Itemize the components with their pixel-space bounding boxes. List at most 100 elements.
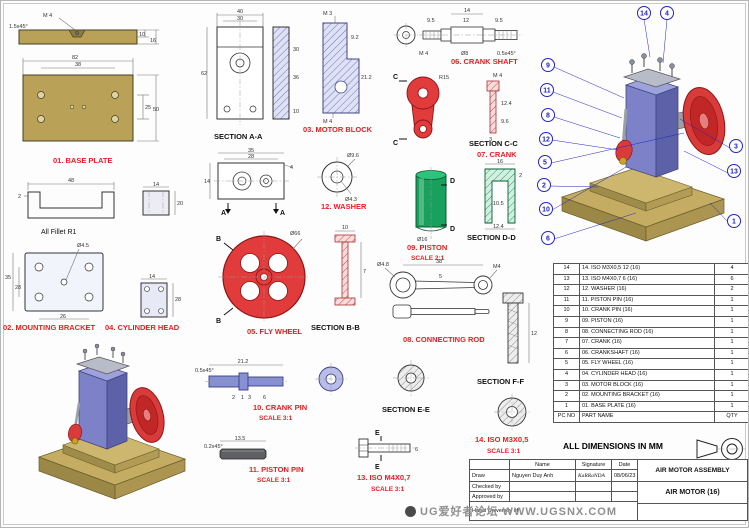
piston-pin-geometry: 13.5 0.2x45° (204, 436, 267, 460)
cylinder-head-front-view: 14 28 (119, 273, 184, 323)
view-letter-c2: C (393, 140, 398, 147)
title-block-empty-cell (638, 504, 748, 521)
section-ff-geometry: 12 (502, 292, 537, 364)
mounting-bracket-geometry: Ø4.5 35 28 26 (5, 243, 104, 320)
assembly-cylinder-head (622, 53, 682, 88)
draw-signature: KaRRaNDA (576, 470, 612, 482)
dim-212: 21.2 (361, 75, 372, 81)
crank-pin-end-geometry (315, 363, 347, 395)
label-section-aa: SECTION A-A (214, 132, 263, 141)
dim-4: 4 (290, 165, 293, 171)
view-letter-c: C (393, 74, 398, 81)
dim-38: 38 (436, 259, 442, 265)
dim-2: 2 (232, 395, 235, 401)
dim-m4: M 4 (419, 51, 428, 57)
label-iso-m4: 13. ISO M4X0,7 (357, 473, 411, 482)
dim-95b: 9.5 (495, 18, 503, 24)
view-letter-a: A (221, 210, 226, 217)
dim-96: 9.6 (501, 119, 509, 125)
crank-geometry: C C R15 (393, 74, 449, 147)
dim-28: 28 (248, 154, 254, 160)
section-bb-view: 10 7 (321, 223, 369, 323)
dim-m3: M 3 (323, 11, 332, 17)
dim-28: 28 (15, 285, 21, 291)
dim-7: 7 (363, 269, 366, 275)
label-connecting-rod: 08. CONNECTING ROD (403, 335, 485, 344)
label-base-plate: 01. BASE PLATE (53, 156, 113, 165)
dim-m4: M 4 (493, 73, 502, 79)
base-plate-side-geometry: M 4 1.5x45° 10 16 (9, 13, 159, 45)
approved-name (510, 492, 576, 502)
bolt-m3-end-view (491, 391, 533, 433)
svg-text:13: 13 (730, 169, 738, 176)
dim-10: 10 (293, 109, 299, 115)
svg-text:6: 6 (546, 236, 550, 243)
watermark: UG爱好者论坛 WWW.UGSNX.COM (405, 503, 617, 519)
mounting-bracket-view: Ø4.5 35 28 26 (5, 239, 125, 323)
dim-10: 10 (139, 32, 145, 38)
view-letter-a2: A (280, 210, 285, 217)
dim-d16: Ø16 (417, 237, 427, 243)
dim-35: 35 (5, 275, 11, 281)
dim-35: 35 (248, 148, 254, 154)
base-plate-front-view: 82 38 25 50 (13, 53, 163, 153)
fly-wheel-view: Ø66 B B (214, 225, 316, 329)
label-crank-shaft: 06. CRANK SHAFT (451, 57, 518, 66)
balloon-callout: 8 (541, 108, 621, 139)
assembly-motor-block (624, 76, 680, 178)
balloon-callout: 2 (537, 178, 599, 192)
balloon-callout: 14 (637, 6, 651, 58)
row-checked: Checked by (470, 482, 510, 492)
label-iso-m3: 14. ISO M3X0,5 (475, 435, 529, 444)
label-iso-m3-scale: SCALE 3:1 (487, 448, 521, 455)
svg-text:8: 8 (546, 113, 550, 120)
view-letter-d: D (450, 178, 455, 185)
dim-14: 14 (204, 179, 210, 185)
svg-text:4: 4 (665, 11, 669, 18)
dim-chamfer: 0.2x45° (204, 444, 223, 450)
approved-date (612, 492, 638, 502)
dim-outer: Ø9.6 (347, 153, 359, 159)
svg-text:9: 9 (546, 63, 550, 70)
dim-3: 3 (248, 395, 251, 401)
row-approved: Approved by (470, 492, 510, 502)
dim-212: 21.2 (238, 359, 249, 365)
crank-view: C C R15 (391, 67, 455, 147)
dim-m4: M4 (493, 264, 501, 270)
dim-30: 30 (237, 16, 243, 22)
assembly-isometric-bottom (23, 337, 207, 512)
dim-d48: Ø4.8 (377, 262, 389, 268)
section-ee-view (387, 357, 437, 403)
dim-40: 40 (237, 9, 243, 15)
label-washer: 12. WASHER (321, 202, 367, 211)
view-letter-e2: E (375, 464, 380, 471)
balloon-callout: 9 (541, 58, 625, 99)
dim-105: 10.5 (493, 201, 504, 207)
balloon-callout: 4 (660, 6, 674, 64)
motor-block-side-geometry: M 3 9.2 21.2 M 4 (322, 11, 372, 125)
assembly2-motor-block (77, 363, 129, 450)
dim-14: 14 (464, 8, 470, 14)
drawing-title: AIR MOTOR ASSEMBLY (638, 460, 748, 482)
organization: Hanoi University of (470, 502, 638, 521)
dim-d8: Ø8 (461, 51, 468, 57)
bolt-m3-end-geometry (494, 394, 530, 430)
drawing-subtitle: AIR MOTOR (16) (638, 482, 748, 504)
dim-1: 1 (241, 395, 244, 401)
view-letter-e: E (375, 430, 380, 437)
note-all-dimensions: ALL DIMENSIONS IN MM (563, 441, 663, 451)
piston-geometry: D D Ø16 (415, 167, 455, 243)
dim-6: 6 (263, 395, 266, 401)
crank-shaft-geometry: 14 9.5 12 9.5 M 4 Ø8 0.5x45° (394, 8, 523, 57)
crank-shaft-view: 14 9.5 12 9.5 M 4 Ø8 0.5x45° (391, 5, 543, 59)
dim-62: 62 (201, 71, 207, 77)
dim-28: 28 (175, 297, 181, 303)
